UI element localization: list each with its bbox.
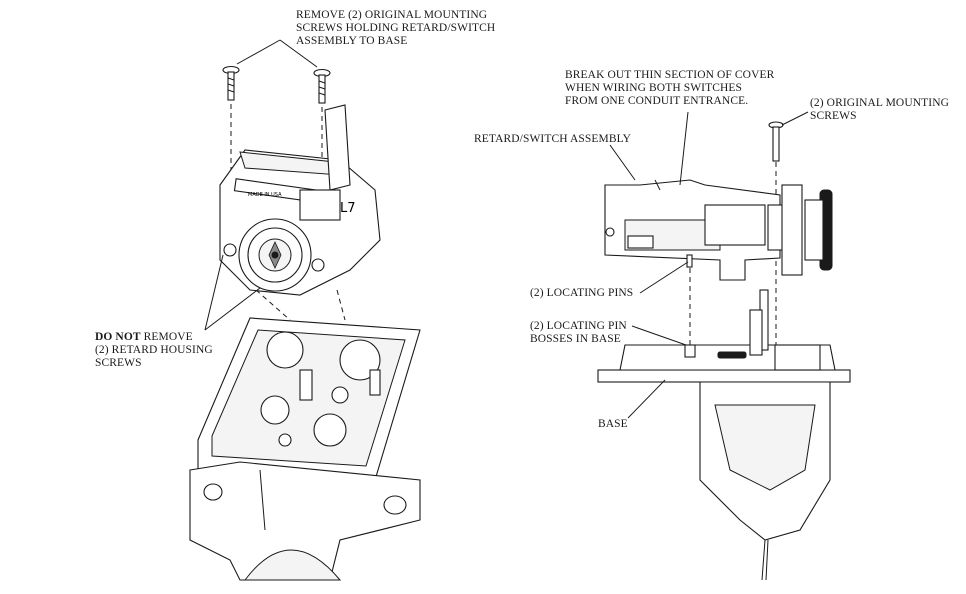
mounting-screw-right [313, 68, 331, 104]
base-right [597, 289, 851, 581]
retard-switch-assembly-left: L7 MADE IN USA [219, 104, 381, 296]
leader-line [639, 261, 689, 294]
label-original-screws: (2) ORIGINAL MOUNTING SCREWS [810, 97, 950, 122]
leader-line [609, 144, 636, 181]
leader-line [679, 111, 689, 186]
leader-line [627, 379, 666, 419]
label-locating-pin-bosses: (2) LOCATING PIN BOSSES IN BASE [530, 320, 627, 345]
label-base: BASE [598, 418, 628, 430]
do-not-emphasis: DO NOT [95, 331, 141, 343]
label-break-out-cover: BREAK OUT THIN SECTION OF COVER WHEN WIR… [565, 69, 775, 107]
leader-line [631, 325, 687, 346]
leader-line [279, 39, 318, 68]
leader-line [204, 287, 261, 331]
label-locating-pins: (2) LOCATING PINS [530, 287, 634, 299]
label-remove-screws: REMOVE (2) ORIGINAL MOUNTING SCREWS HOLD… [296, 9, 496, 47]
housing-text: MADE IN USA [248, 192, 282, 198]
mounting-screw-right-figure [768, 121, 784, 162]
retard-switch-assembly-right [604, 179, 833, 281]
label-do-not-remove: DO NOT REMOVE (2) RETARD HOUSING SCREWS [95, 331, 213, 369]
mounting-screw-left [222, 65, 240, 101]
label-retard-switch-assembly: RETARD/SWITCH ASSEMBLY [474, 133, 631, 145]
switch-face-mark: L7 [340, 201, 356, 216]
leader-line [781, 111, 809, 126]
leader-line [236, 39, 281, 65]
base-left [189, 317, 421, 581]
leader-line [204, 254, 224, 331]
